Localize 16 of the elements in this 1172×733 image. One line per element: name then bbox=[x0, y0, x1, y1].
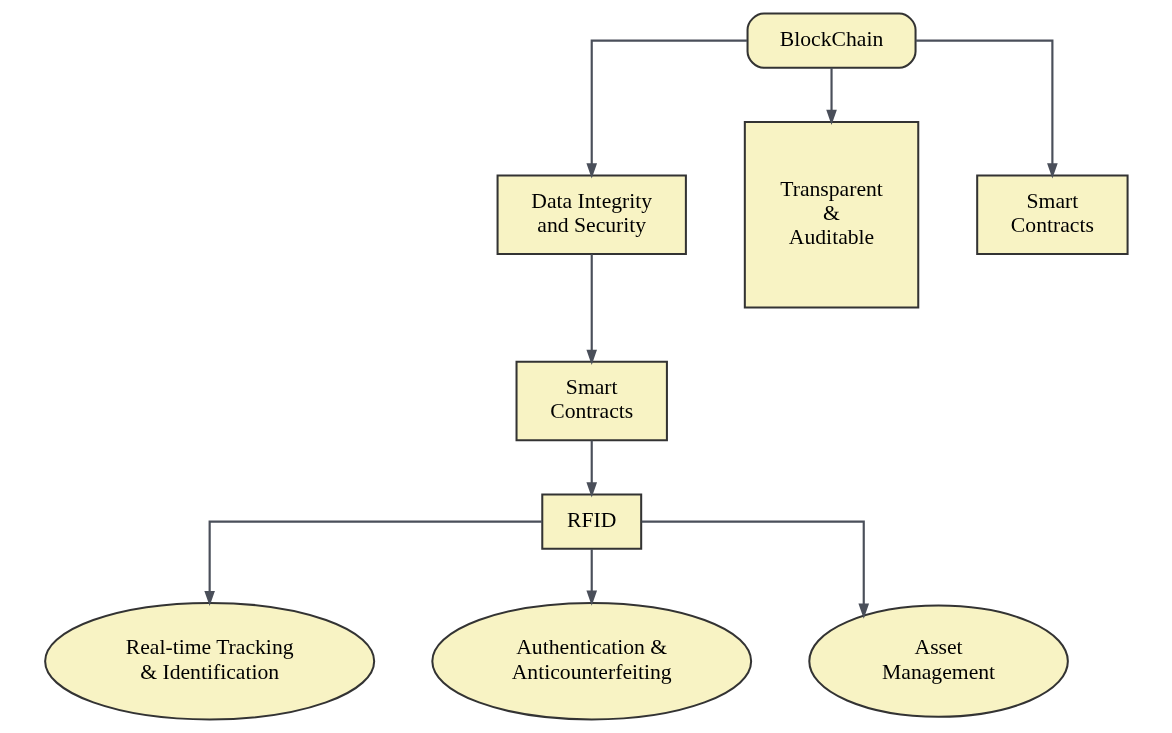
arrow bbox=[585, 440, 597, 498]
arrow bbox=[915, 39, 1058, 179]
arrow bbox=[641, 520, 869, 619]
node-box: Data Integrity and Security bbox=[496, 174, 687, 256]
node-ellipse: Authentication & Anticounterfeiting bbox=[430, 601, 752, 721]
node-box: BlockChain bbox=[746, 12, 917, 69]
node-box: Smart Contracts bbox=[515, 360, 668, 442]
arrow bbox=[825, 67, 837, 125]
arrow bbox=[203, 520, 542, 607]
arrow bbox=[585, 549, 597, 606]
node-box: Smart Contracts bbox=[975, 174, 1129, 256]
arrow bbox=[585, 254, 597, 365]
node-ellipse: Real-time Tracking & Identification bbox=[43, 601, 375, 721]
node-box: Transparent & Auditable bbox=[743, 120, 919, 309]
arrow bbox=[585, 39, 747, 179]
node-box: RFID bbox=[540, 493, 642, 550]
